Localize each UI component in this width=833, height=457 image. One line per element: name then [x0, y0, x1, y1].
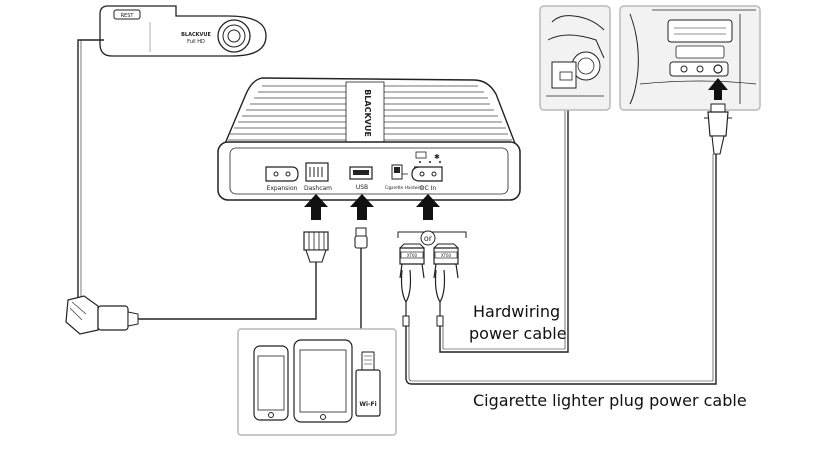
dc-in-port-label: DC In [420, 185, 436, 192]
dashcam-long-cable [138, 262, 317, 320]
dashcam-brand-label: BLACKVUE [181, 32, 211, 38]
battery-brand-label: BLACKVUE [363, 89, 372, 137]
battery-ribs [228, 85, 512, 141]
usb-port-label: USB [356, 184, 368, 191]
cigarette-lighter-cable [405, 154, 717, 385]
wifi-label: Wi-Fi [359, 401, 376, 408]
hardwiring-label-line1: Hardwiring [473, 302, 561, 321]
or-label: or [424, 234, 433, 243]
cigarette-socket-icon [713, 64, 723, 74]
fuse-box-frame [539, 5, 611, 111]
port-usb: USB [349, 166, 373, 191]
dashcam-port-label: Dashcam [304, 185, 332, 192]
battery-pack: BLACKVUE [217, 77, 521, 201]
arrow-icon-dc-in [416, 194, 440, 220]
port-expansion: Expansion [265, 166, 299, 192]
car-interior-frame [619, 5, 761, 111]
right-angle-plug [65, 295, 139, 335]
expansion-port-label: Expansion [267, 185, 298, 192]
cigarette-switch-label: Cigarette [385, 185, 404, 190]
switch-cigarette-hardwire: Cigarette Hardwire [385, 164, 424, 190]
dashcam-cable [77, 39, 104, 298]
arrow-icon-dashcam [304, 194, 328, 220]
battery-icon [415, 151, 427, 159]
arrow-icon-usb [350, 194, 374, 220]
dashcam-connector-plug [303, 231, 329, 263]
xt60-left-label: XT60 [407, 253, 418, 258]
cigarette-cable-label: Cigarette lighter plug power cable [473, 391, 747, 410]
xt60-connector-left: XT60 [399, 243, 425, 279]
port-dc-in: ✱ DC In [411, 151, 443, 192]
wifi-dongle-icon: Wi-Fi [355, 351, 381, 417]
arrow-icon-cigarette-socket [708, 78, 728, 100]
xt60-right-label: XT60 [441, 253, 452, 258]
hardwiring-label-line2: power cable [469, 324, 567, 343]
cigarette-lighter-plug [704, 103, 732, 155]
dashcam-rest-button [113, 9, 141, 20]
port-dashcam: Dashcam [304, 162, 332, 192]
dashcam: REST BLACKVUE Full HD [99, 5, 267, 57]
hardwire-switch-label: Hardwire [405, 185, 424, 190]
dashcam-button-label: REST [121, 13, 135, 19]
hardwiring-cable [439, 80, 569, 353]
bluetooth-icon: ✱ [434, 153, 440, 161]
xt60-connector-right: XT60 [433, 243, 459, 279]
devices-frame: Wi-Fi [237, 328, 397, 436]
usb-plug [354, 227, 368, 249]
dashcam-model-label: Full HD [187, 39, 205, 45]
